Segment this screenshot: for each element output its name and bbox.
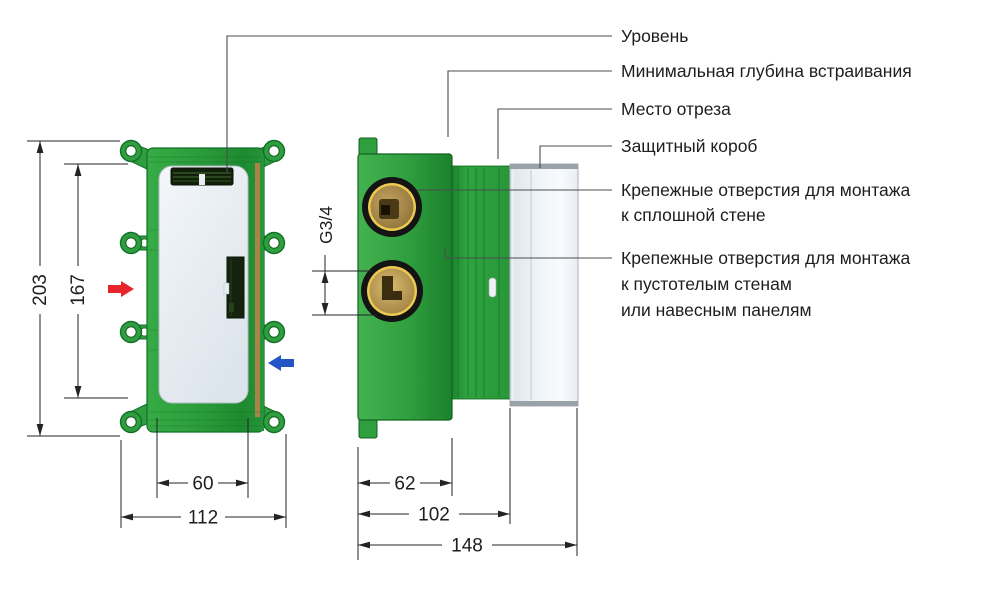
frame-side-depth-edge [255, 163, 261, 417]
mounting-hole-ring [262, 231, 286, 255]
callout-min-depth: Минимальная глубина встраивания [621, 61, 912, 81]
callout-solid-wall-line1: Крепежные отверстия для монтажа [621, 180, 910, 200]
callout-hollow-wall-line1: Крепежные отверстия для монтажа [621, 248, 910, 268]
dim-148-value: 148 [451, 536, 483, 557]
callout-solid-wall-line2: к сплошной стене [621, 205, 766, 225]
dim-203: 203 [27, 140, 120, 437]
frame-right-edge [260, 150, 264, 431]
cut-section [451, 165, 511, 400]
mounting-hole-ring [119, 139, 143, 163]
protective-box [509, 163, 579, 407]
dim-148: 148 [358, 408, 578, 557]
cold-water-arrow-icon [268, 355, 294, 371]
callout-hollow-wall-line2: к пустотелым стенам [621, 274, 792, 294]
dim-60-value: 60 [192, 474, 213, 495]
leader-min-depth [447, 70, 612, 137]
mounting-hole-ring [262, 320, 286, 344]
front-view [108, 139, 294, 434]
dim-167: 167 [64, 163, 128, 399]
callout-level: Уровень [621, 26, 688, 46]
dim-102: 102 [358, 408, 511, 526]
front-view-dimensions: 203 167 60 112 [27, 140, 287, 529]
dim-203-value: 203 [30, 274, 51, 306]
callout-leaders [226, 35, 612, 259]
leader-protective-box [539, 145, 612, 168]
dim-102-value: 102 [418, 505, 450, 526]
mounting-hole-ring [119, 231, 143, 255]
frame-ridges [149, 156, 262, 427]
callout-protective-box: Защитный короб [621, 136, 757, 156]
mounting-hole-ring [262, 410, 286, 434]
mounting-hole-ring [119, 320, 143, 344]
dim-112-value: 112 [188, 508, 218, 529]
dim-167-value: 167 [68, 274, 89, 306]
mounting-hole-rings [119, 139, 286, 434]
water-port-top [362, 177, 422, 237]
water-port-bottom [361, 260, 423, 322]
side-view-dimensions: G3/4 62 102 148 [312, 206, 578, 560]
service-slot [223, 256, 245, 319]
level-vial-slot [170, 167, 234, 186]
leader-level [226, 35, 612, 172]
callout-hollow-wall-line3: или навесным панелям [621, 300, 811, 320]
dim-thread-g34: G3/4 [312, 206, 377, 316]
dim-62-value: 62 [394, 474, 415, 495]
side-view [357, 137, 579, 439]
mounting-hole-ring [119, 410, 143, 434]
hot-water-arrow-icon [108, 281, 134, 297]
leader-cut-place [497, 108, 612, 159]
callout-labels: Уровень Минимальная глубина встраивания … [621, 26, 912, 320]
callout-cut-place: Место отреза [621, 99, 731, 119]
dim-62: 62 [357, 438, 453, 560]
mounting-hole-ring [262, 139, 286, 163]
dim-112: 112 [120, 434, 287, 529]
thread-size-label: G3/4 [316, 206, 336, 244]
protective-cover-plate [158, 165, 249, 404]
dim-60: 60 [156, 418, 249, 498]
leader-hollow-wall-holes [444, 248, 612, 259]
